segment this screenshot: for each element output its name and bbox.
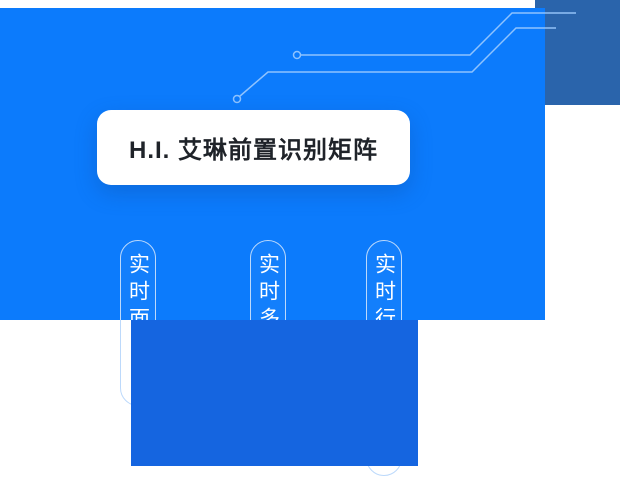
page-title: H.I. 艾琳前置识别矩阵 [129, 137, 379, 164]
feature-pill-label: 实时面 [126, 253, 150, 334]
feature-pill-label: 实时行 [372, 253, 396, 334]
bottom-blue-panel [131, 320, 418, 466]
feature-pill-label: 实时多 [256, 253, 280, 334]
title-card: H.I. 艾琳前置识别矩阵 [97, 110, 410, 185]
dark-corner-panel [535, 0, 620, 105]
